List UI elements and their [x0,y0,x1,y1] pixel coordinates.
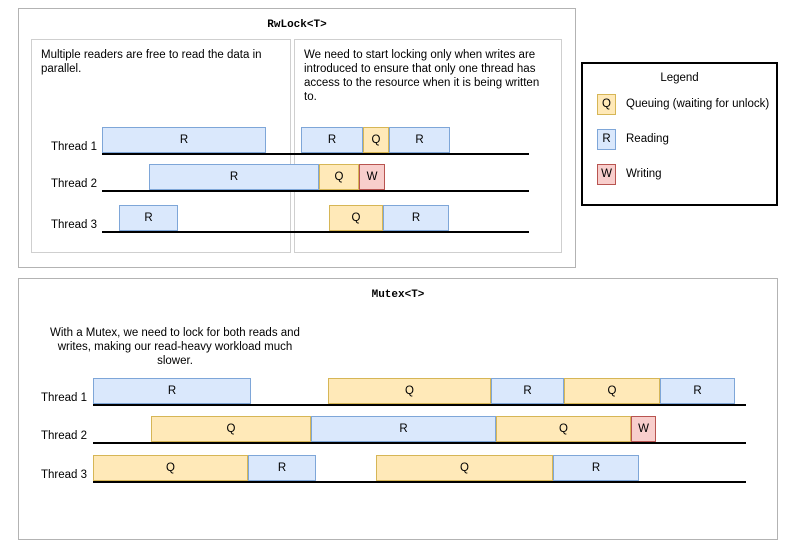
legend-title: Legend [660,72,699,84]
legend-swatch-q: Q [597,94,616,115]
panel-mutex: Mutex<T> With a Mutex, we need to lock f… [18,278,778,540]
timeline-segment-q: Q [376,455,553,481]
rwlock-note-left: Multiple readers are free to read the da… [41,49,262,75]
rwlock-note-right: We need to start locking only when write… [304,49,540,103]
timeline-segment-q: Q [564,378,660,404]
panel-mutex-title: Mutex<T> [371,289,425,301]
legend-box: Legend Q Queuing (waiting for unlock) R Rea… [581,62,778,206]
thread-label: Thread 2 [40,430,87,442]
thread-axis [93,404,746,406]
legend-label-q: Queuing (waiting for unlock) [626,98,770,110]
legend-label-w: Writing [626,168,662,180]
timeline-segment-r: R [553,455,639,481]
legend-label-r: Reading [626,133,669,145]
panel-rwlock: RwLock<T> Multiple readers are free to r… [18,8,576,268]
timeline-segment-w: W [631,416,656,442]
timeline-segment-q: Q [151,416,311,442]
timeline-segment-r: R [248,455,316,481]
thread-axis [93,442,746,444]
mutex-note: With a Mutex, we need to lock for both r… [50,327,300,367]
thread-label: Thread 1 [40,392,87,404]
timeline-segment-r: R [660,378,735,404]
legend-swatch-w: W [597,164,616,185]
rwlock-note-box-right: We need to start locking only when write… [294,39,562,253]
timeline-segment-r: R [93,378,251,404]
thread-axis [93,481,746,483]
panel-rwlock-title: RwLock<T> [267,19,327,31]
thread-label: Thread 3 [40,469,87,481]
timeline-segment-r: R [491,378,564,404]
rwlock-note-box-left: Multiple readers are free to read the da… [31,39,291,253]
timeline-segment-q: Q [328,378,491,404]
legend-swatch-r: R [597,129,616,150]
timeline-segment-q: Q [93,455,248,481]
timeline-segment-q: Q [496,416,631,442]
timeline-segment-r: R [311,416,496,442]
